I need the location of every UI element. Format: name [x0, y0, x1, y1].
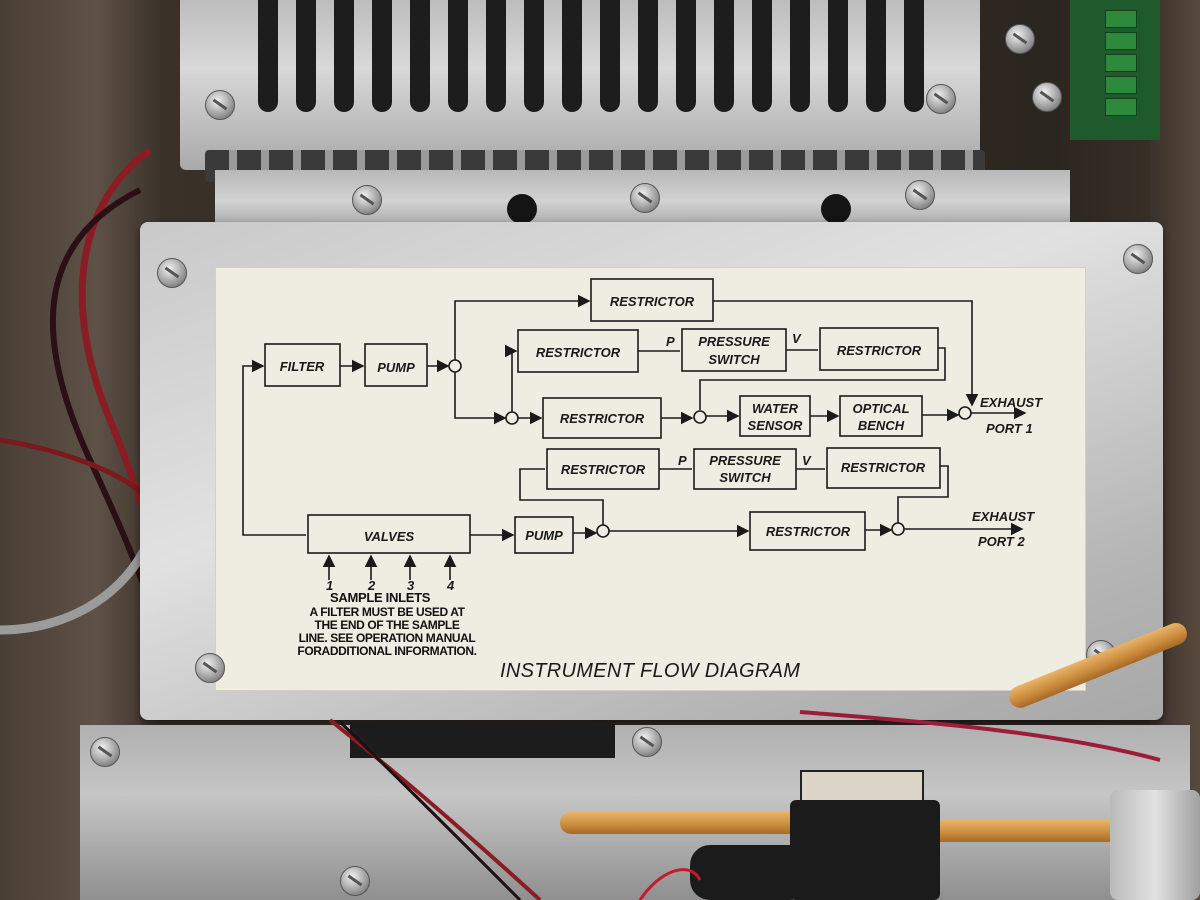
lower-screw-mid [632, 727, 662, 757]
rail-screw-3 [905, 180, 935, 210]
vent-slot [790, 0, 810, 112]
note-line-2: THE END OF THE SAMPLE [314, 618, 460, 632]
psu-screw-left [205, 90, 235, 120]
power-supply-cover [180, 0, 980, 170]
gray-connector [1110, 790, 1200, 900]
panel-screw-top-left [157, 258, 187, 288]
vent-slot [524, 0, 544, 112]
black-bracket [350, 722, 615, 758]
vent-slot [448, 0, 468, 112]
vent-slot [638, 0, 658, 112]
vent-slot [296, 0, 316, 112]
lower-screw-left [90, 737, 120, 767]
vent-slot [752, 0, 772, 112]
sample-tube-right [930, 820, 1120, 842]
black-fitting [790, 800, 940, 900]
pcb-screw [1032, 82, 1062, 112]
lower-screw-bottom [340, 866, 370, 896]
circuit-board [1070, 0, 1160, 140]
vent-slot [676, 0, 696, 112]
bracket-screw [1005, 24, 1035, 54]
note-line-4: FORADDITIONAL INFORMATION. [297, 644, 477, 658]
vent-slot [828, 0, 848, 112]
vent-slot [410, 0, 430, 112]
psu-screw-right [926, 84, 956, 114]
vent-slot [600, 0, 620, 112]
filter-note: A FILTER MUST BE USED AT THE END OF THE … [262, 606, 512, 658]
vent-slot [486, 0, 506, 112]
diagram-title: INSTRUMENT FLOW DIAGRAM [500, 660, 801, 682]
sample-inlets-label: SAMPLE INLETS [330, 590, 431, 605]
vent-slot [866, 0, 886, 112]
vent-slot [714, 0, 734, 112]
vent-slot [904, 0, 924, 112]
sample-tube [560, 812, 820, 834]
note-line-1: A FILTER MUST BE USED AT [309, 605, 465, 619]
vent-slot [334, 0, 354, 112]
vent-slot [562, 0, 582, 112]
rail-screw-2 [630, 183, 660, 213]
vent-slot [372, 0, 392, 112]
note-line-3: LINE. SEE OPERATION MANUAL [298, 631, 476, 645]
panel-screw-bottom-left [195, 653, 225, 683]
rail-screw-1 [352, 185, 382, 215]
vent-slot [258, 0, 278, 112]
hose-connector [690, 845, 810, 900]
panel-screw-top-right [1123, 244, 1153, 274]
